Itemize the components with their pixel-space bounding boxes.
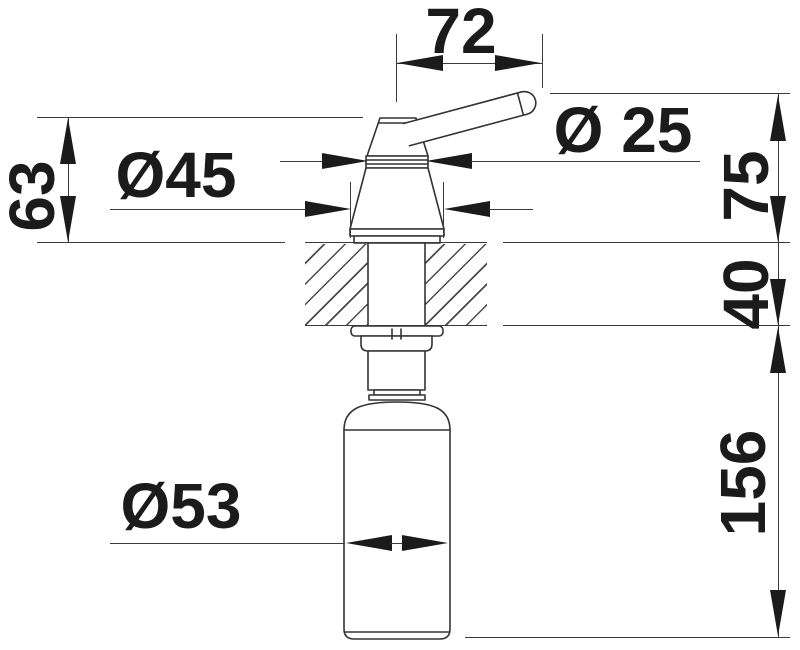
leader-line-d53 bbox=[110, 543, 345, 544]
pump-neck bbox=[365, 155, 429, 169]
arrowhead-75-top bbox=[770, 95, 786, 141]
leader-line-d45-right bbox=[489, 209, 533, 210]
counter-bottom-line-mid bbox=[305, 325, 487, 326]
dim-label-height-above-counter: 75 bbox=[710, 150, 782, 222]
soap-bottle bbox=[343, 401, 451, 640]
counter-top-line-mid bbox=[305, 242, 487, 243]
threaded-shank bbox=[367, 350, 426, 391]
counter-bottom-line-right bbox=[503, 325, 790, 326]
dim-label-head-diameter: Ø45 bbox=[115, 139, 237, 211]
arrowhead-156-bottom bbox=[770, 590, 786, 636]
extension-line-72-right bbox=[542, 34, 543, 88]
dim-label-head-height: 63 bbox=[0, 160, 68, 232]
arrowhead-75-bottom bbox=[770, 196, 786, 242]
dimension-line-72 bbox=[396, 63, 542, 64]
leader-line-d45-left bbox=[110, 209, 306, 210]
escutcheon-rim bbox=[349, 228, 445, 237]
extension-line-63-top bbox=[37, 117, 363, 118]
locking-washer bbox=[350, 325, 444, 337]
countertop-hatch-right bbox=[425, 244, 487, 325]
arrowhead-d45-right bbox=[444, 201, 490, 217]
pump-body-cone bbox=[349, 167, 445, 230]
dimension-line-63 bbox=[68, 118, 69, 242]
arrowhead-d53-right bbox=[402, 535, 448, 551]
leader-line-d25-left bbox=[280, 161, 324, 162]
extension-line-bottle-bottom bbox=[465, 637, 790, 638]
leader-line-d25-right bbox=[471, 161, 700, 162]
counter-top-line-right bbox=[503, 242, 790, 243]
extension-line-d45-right bbox=[443, 182, 444, 238]
spout-lever bbox=[402, 90, 537, 147]
arrowhead-d25-right bbox=[426, 153, 472, 169]
arrowhead-72-right bbox=[495, 55, 541, 71]
spout-tip-seam bbox=[516, 92, 525, 116]
bottle-collar-lower bbox=[368, 394, 426, 401]
counter-top-line-left bbox=[37, 242, 285, 243]
arrowhead-d25-left bbox=[322, 153, 368, 169]
dim-label-spout-reach: 72 bbox=[425, 0, 497, 67]
extension-line-spout-tip bbox=[550, 93, 790, 94]
arrowhead-63-bottom bbox=[60, 196, 76, 242]
arrowhead-63-top bbox=[60, 118, 76, 164]
dim-label-bottle-height: 156 bbox=[707, 429, 779, 537]
arrowhead-d45-left bbox=[305, 201, 351, 217]
arrowhead-156-top bbox=[770, 327, 786, 373]
arrowhead-40-bottom bbox=[770, 279, 786, 325]
extension-line-72-left bbox=[396, 34, 397, 102]
arrowhead-d53-left bbox=[346, 535, 392, 551]
connector-line-d53 bbox=[390, 543, 405, 544]
dim-label-bottle-diameter: Ø53 bbox=[120, 470, 242, 542]
dim-label-spout-tube-diameter: Ø 25 bbox=[553, 94, 693, 166]
dim-label-mounting-depth: 40 bbox=[710, 258, 782, 330]
escutcheon-base bbox=[353, 235, 441, 244]
arrowhead-72-left bbox=[397, 55, 443, 71]
mounting-nut bbox=[360, 335, 433, 352]
countertop-hatch-left bbox=[305, 244, 368, 325]
